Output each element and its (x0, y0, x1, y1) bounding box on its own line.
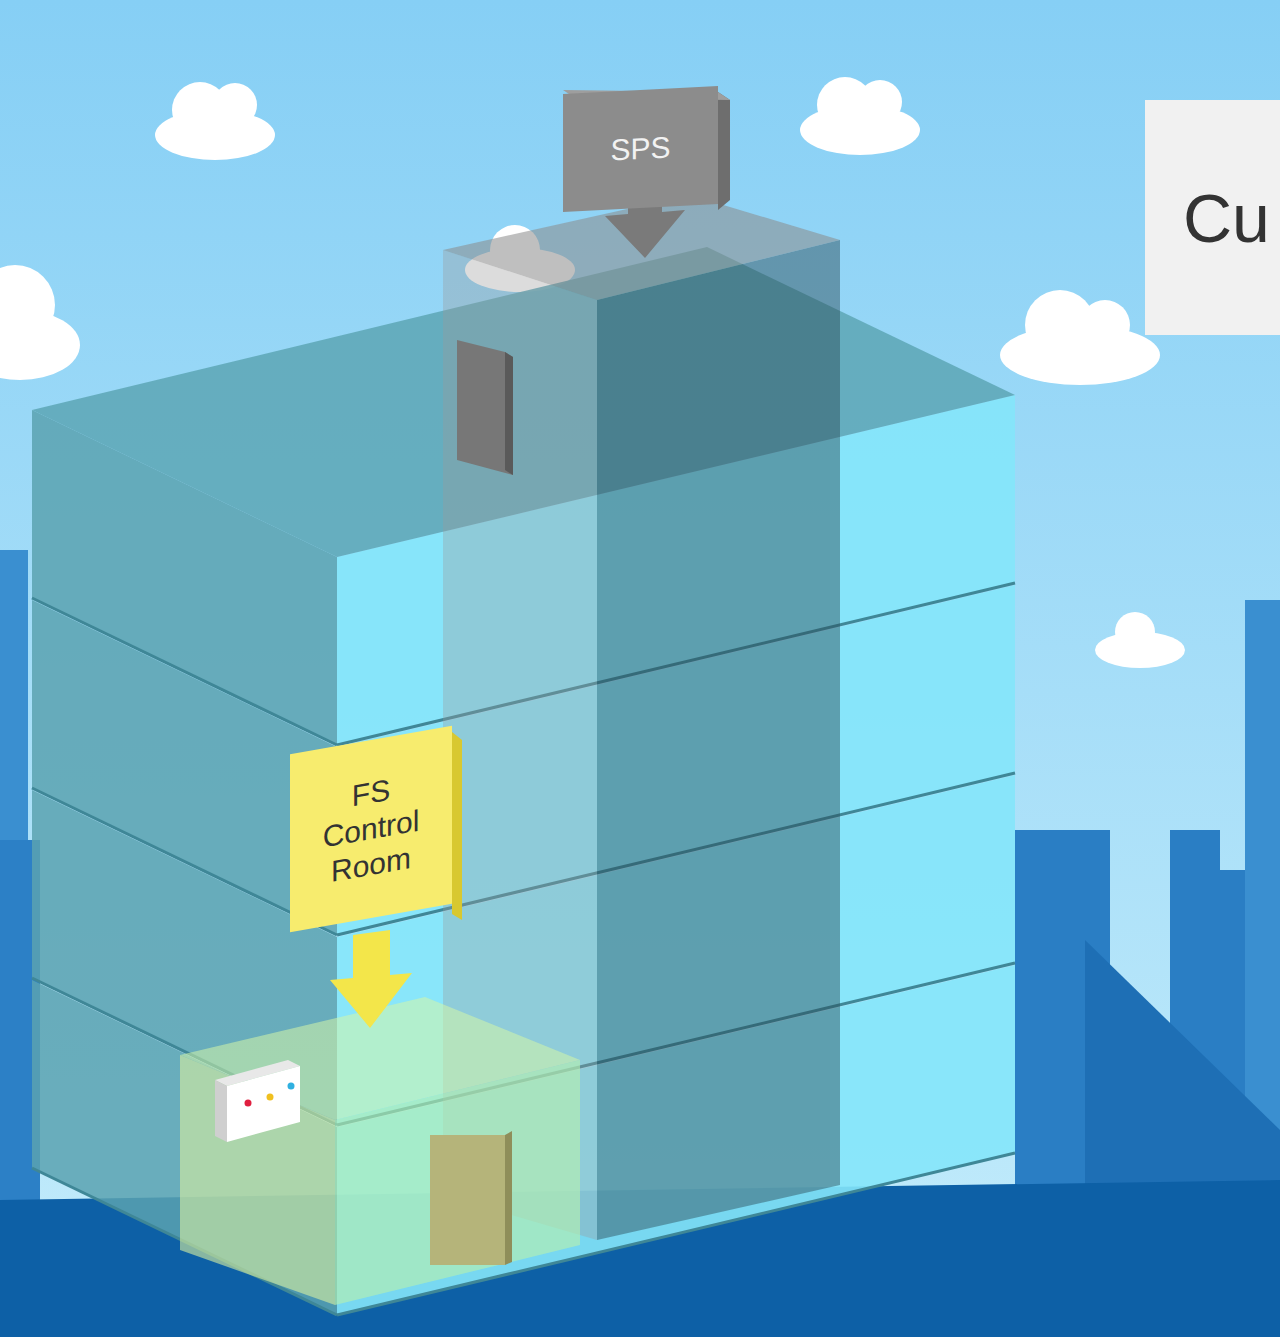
building-floors (32, 247, 1015, 1315)
sign-label: FS Control Room (323, 766, 420, 891)
sps-sign: SPS (563, 86, 718, 212)
sign-label: SPS (610, 129, 670, 168)
title-text: Cu (1183, 179, 1270, 257)
control-room (180, 997, 580, 1305)
alarm-panel (215, 1060, 300, 1142)
title-box: Cu (1145, 100, 1280, 335)
control-room-sign: FS Control Room (290, 726, 452, 933)
